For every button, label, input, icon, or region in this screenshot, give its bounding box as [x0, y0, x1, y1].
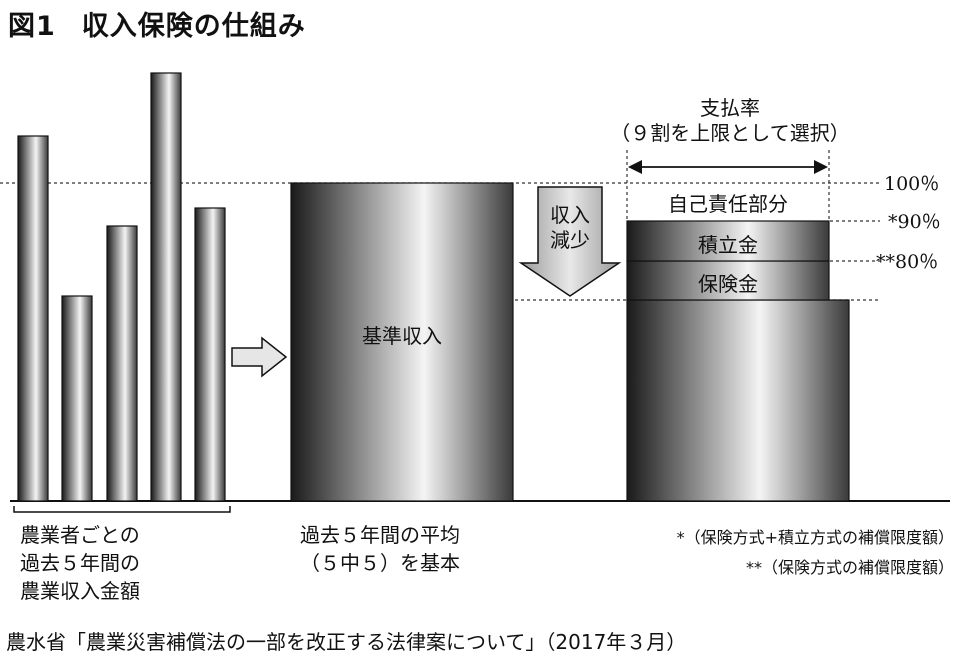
level-100-label: 100％ [884, 173, 940, 195]
base-income-label: 基準収入 [362, 324, 442, 348]
decrease-arrow-label: 収入 減少 [538, 203, 602, 253]
footnotes: *（保険方式+積立方式の補償限度額） **（保険方式の補償限度額） [677, 523, 954, 583]
footnote-2: **（保険方式の補償限度額） [745, 558, 954, 577]
reduced-income-bar [626, 299, 850, 502]
payment-rate-note: （９割を上限として選択） [610, 121, 850, 145]
arrowhead-right-icon [814, 160, 828, 174]
middle-caption-line2: （５中５）を基本 [300, 551, 460, 575]
decrease-label-line2: 減少 [550, 228, 590, 252]
middle-caption: 過去５年間の平均 （５中５）を基本 [300, 521, 460, 577]
years-bracket [13, 506, 231, 513]
year-bar-2 [61, 295, 93, 502]
reserve-segment [626, 220, 830, 262]
insurance-label: 保険金 [698, 272, 758, 296]
self-responsibility-label: 自己責任部分 [668, 192, 788, 216]
down-arrow-icon [518, 186, 622, 297]
year-bar-4 [150, 72, 182, 502]
figure-title: 図1 収入保険の仕組み [8, 4, 306, 43]
arrowhead-left-icon [628, 160, 642, 174]
source-citation: 農水省「農業災害補償法の一部を改正する法律案について」（2017年３月） [6, 630, 687, 654]
payment-rate-title: 支払率 [700, 96, 760, 120]
year-bar-1 [17, 135, 49, 502]
insurance-segment [626, 260, 830, 301]
left-caption: 農業者ごとの 過去５年間の 農業収入金額 [20, 521, 140, 605]
footnote-1: *（保険方式+積立方式の補償限度額） [676, 528, 954, 547]
base-income-bar [290, 182, 514, 502]
figure-title-text: 収入保険の仕組み [81, 11, 306, 42]
level-80-label: **80％ [876, 251, 939, 273]
year-bar-5 [194, 207, 226, 502]
payment-rate-label: 支払率 （９割を上限として選択） [560, 96, 900, 146]
year-bar-3 [106, 225, 138, 502]
right-arrow-icon [231, 336, 288, 378]
left-caption-line1: 農業者ごとの [20, 523, 140, 547]
decrease-label-line1: 収入 [550, 203, 590, 227]
left-caption-line2: 過去５年間の [20, 551, 140, 575]
reserve-label: 積立金 [698, 233, 758, 257]
level-90-label: *90％ [888, 211, 941, 233]
left-caption-line3: 農業収入金額 [20, 579, 140, 603]
figure-number: 図1 [8, 11, 56, 42]
middle-caption-line1: 過去５年間の平均 [300, 523, 460, 547]
